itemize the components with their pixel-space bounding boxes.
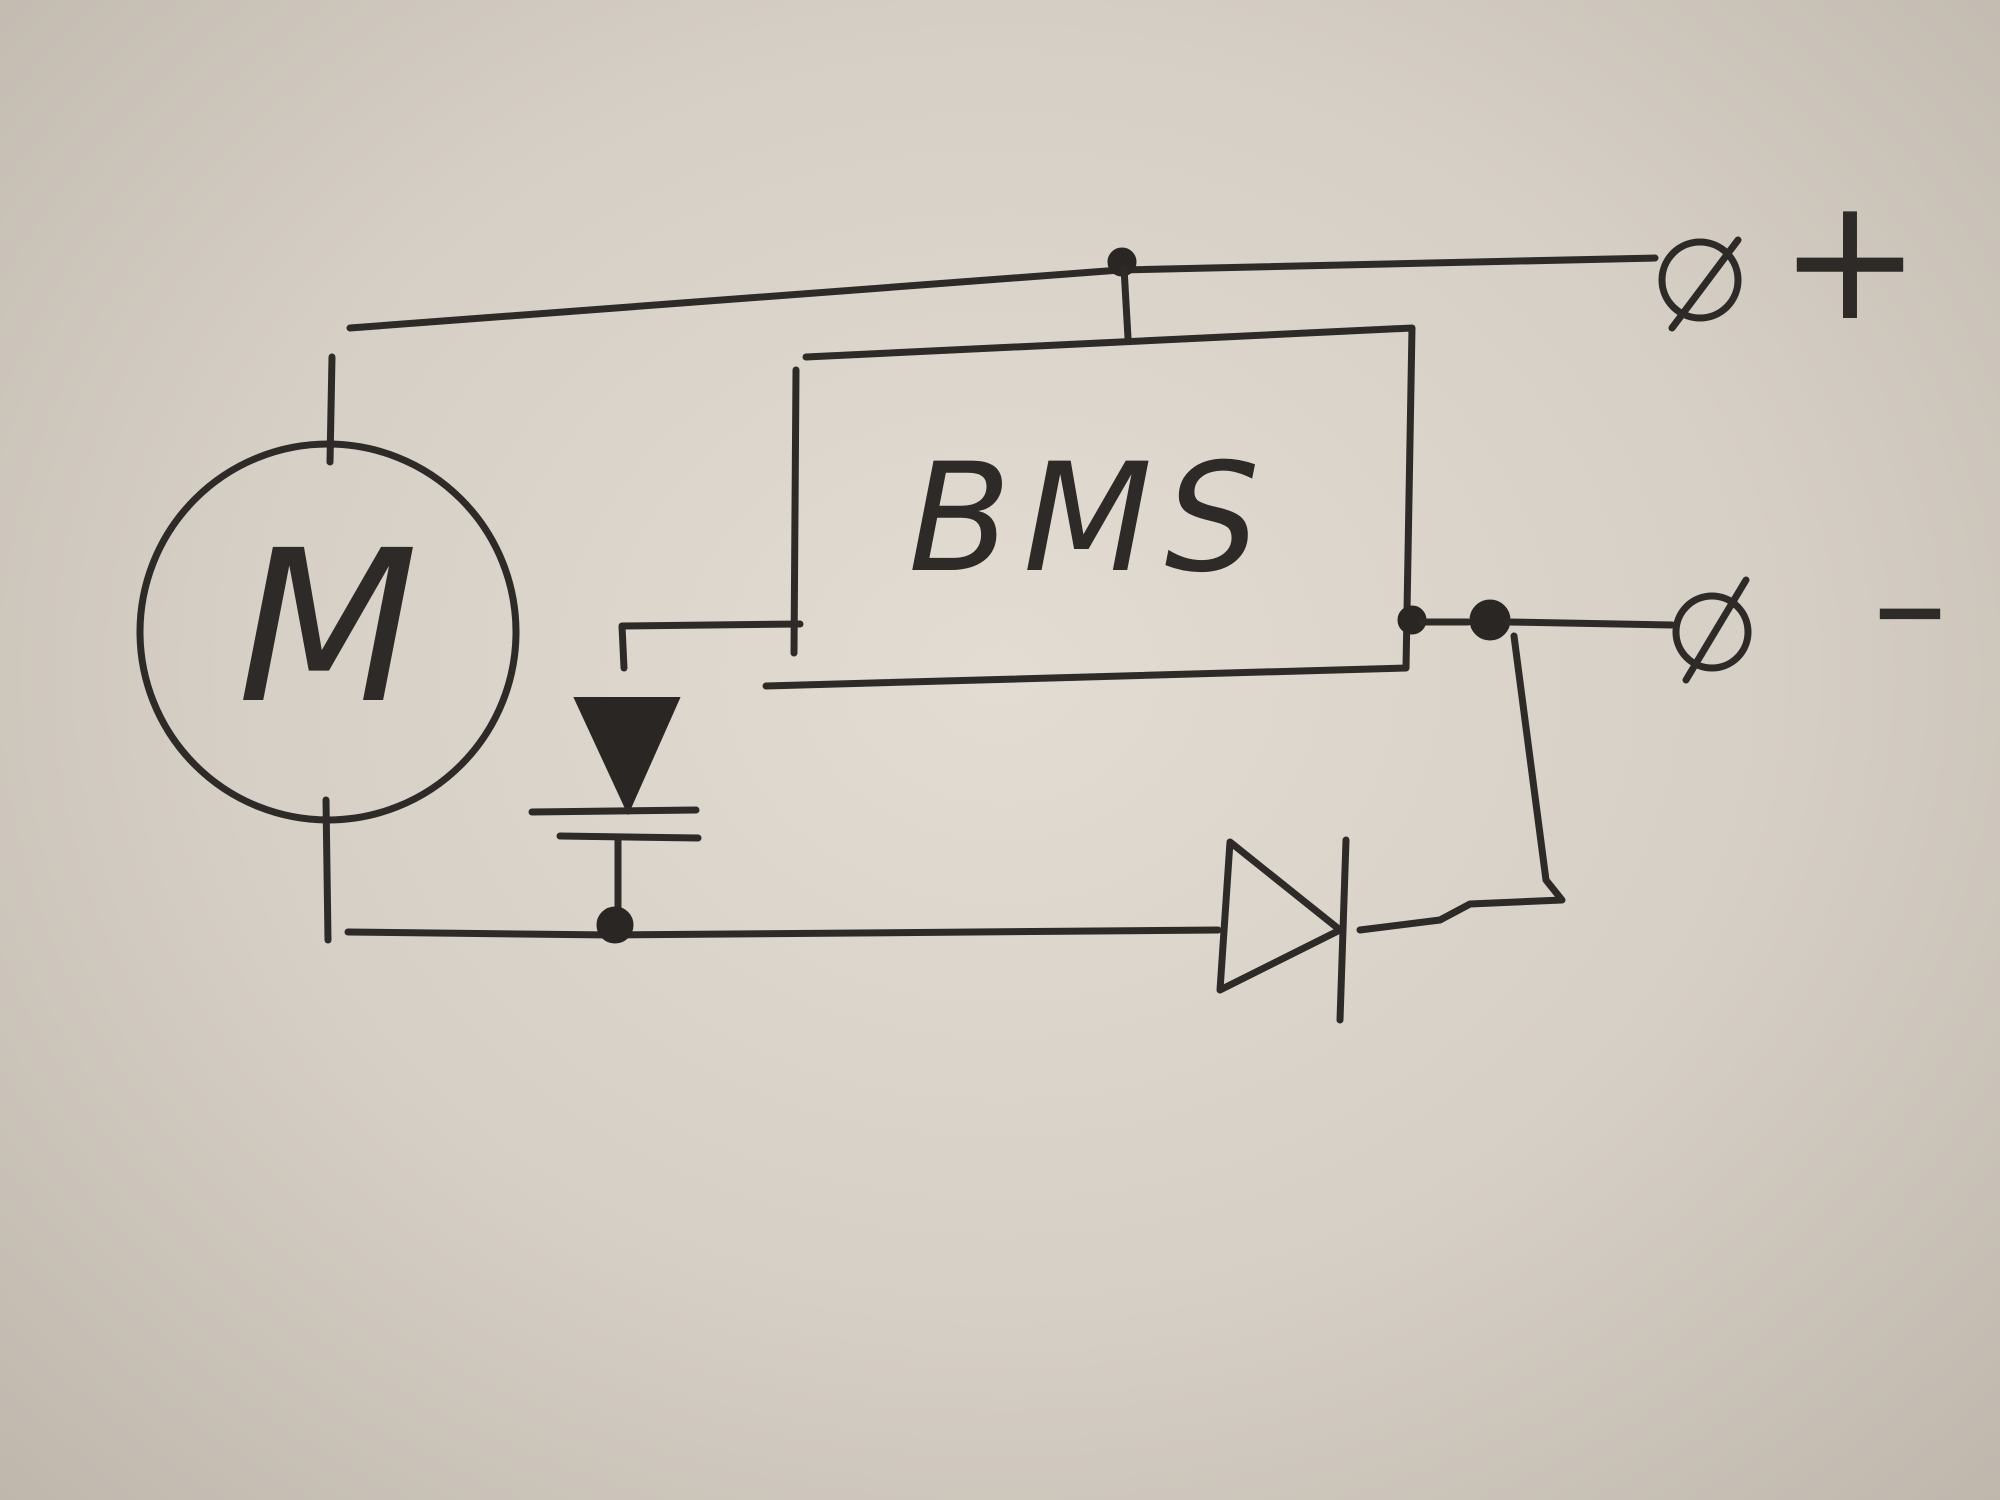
left-diode-bar — [528, 806, 700, 816]
positive-terminal-slash — [1668, 236, 1742, 332]
negative-terminal-ring — [1672, 592, 1752, 672]
bottom-diode-triangle — [1216, 838, 1344, 994]
negative-sign: – — [1873, 517, 1948, 691]
negative-junction-dot — [1469, 599, 1511, 641]
bms-gate-wire — [618, 620, 804, 672]
bottom-rail-wire — [344, 926, 1222, 939]
motor-label: M — [237, 505, 418, 750]
bottom-rail-junction-dot — [596, 906, 634, 944]
positive-terminal-ring — [1658, 238, 1742, 322]
negative-rail-wire — [1504, 618, 1676, 629]
bottom-diode-bar — [1336, 836, 1350, 1024]
left-diode-body — [573, 697, 681, 816]
return-wire — [1356, 632, 1566, 934]
left-diode-bar-lower — [556, 832, 702, 842]
positive-rail-wire — [346, 254, 1659, 332]
bms-label: BMS — [908, 432, 1272, 606]
bms-supply-wire — [1120, 264, 1132, 342]
negative-terminal-slash — [1682, 576, 1750, 684]
motor-bottom-lead — [322, 796, 332, 944]
positive-sign: + — [1779, 161, 1921, 359]
bms-box — [762, 324, 1416, 690]
